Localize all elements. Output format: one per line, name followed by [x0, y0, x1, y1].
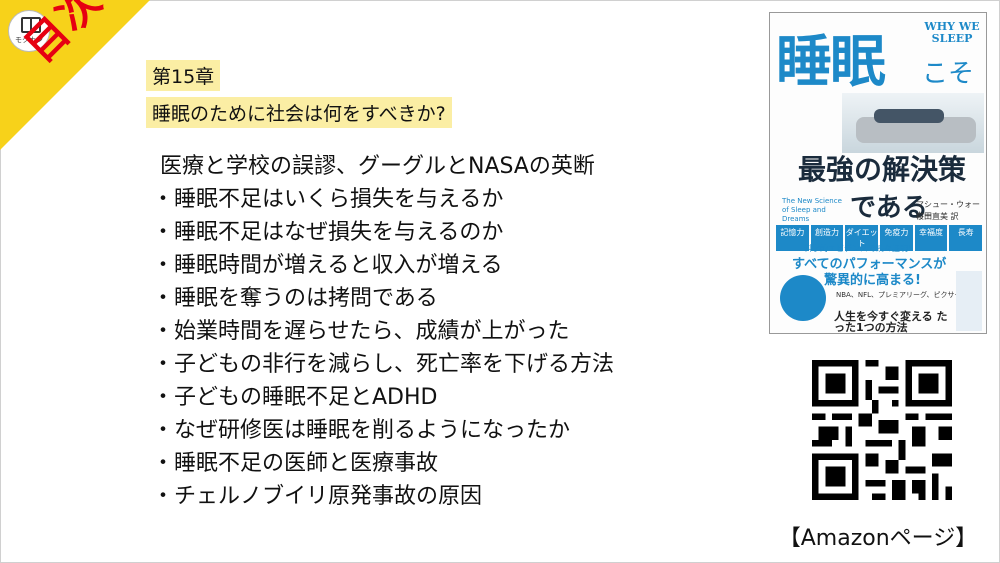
book-icon — [21, 17, 41, 33]
book-subtitle: 最強の解決策 — [797, 153, 966, 186]
book-tags: 記憶力 創造力 ダイエット 免疫力 幸福度 長寿 — [776, 225, 983, 251]
book-tag: 免疫力 — [880, 225, 913, 251]
chapter-title: 睡眠のために社会は何をすべきか? — [146, 97, 452, 128]
book-side-text-block — [956, 271, 982, 331]
book-cover[interactable]: 睡眠 WHY WE SLEEP こそ 最強の解決策 である The New Sc… — [769, 12, 987, 334]
toc-list: 医療と学校の誤謬、グーグルとNASAの英断 ・睡眠不足はいくら損失を与えるか ・… — [152, 150, 614, 513]
book-badge — [780, 275, 826, 321]
toc-item: ・なぜ研修医は睡眠を削るようになったか — [152, 418, 571, 443]
toc-item: ・睡眠時間が増えると収入が増える — [152, 253, 503, 278]
chapter-header: 第15章 睡眠のために社会は何をすべきか? — [146, 60, 452, 134]
toc-item: ・睡眠を奪うのは拷問である — [152, 286, 438, 311]
amazon-link[interactable]: 【Amazonページ】 — [778, 526, 978, 551]
book-tag: 創造力 — [810, 225, 844, 251]
book-tag: 記憶力 — [776, 225, 809, 251]
book-performance-2: 驚異的に高まる! — [824, 273, 921, 288]
sleeping-person-image — [874, 109, 944, 123]
toc-item: ・子どもの非行を減らし、死亡率を下げる方法 — [152, 352, 615, 377]
toc-heading: 医療と学校の誤謬、グーグルとNASAの英断 — [160, 154, 595, 179]
mokuhon-logo[interactable]: モクホン — [8, 10, 50, 52]
logo-text: モクホン — [15, 36, 43, 44]
book-subtitle-2: である — [850, 193, 928, 223]
book-performance: すべてのパフォーマンスが — [792, 257, 947, 272]
toc-item: ・睡眠不足はいくら損失を与えるか — [152, 187, 504, 212]
book-tag: ダイエット — [845, 225, 879, 251]
qr-code[interactable] — [812, 360, 952, 500]
book-english-title: WHY WE SLEEP — [924, 20, 980, 45]
book-nba-text: NBA、NFL、プレミアリーグ、ピクサー…… — [836, 291, 976, 299]
toc-item: ・睡眠不足はなぜ損失を与えるのか — [152, 220, 504, 245]
chapter-number: 第15章 — [146, 60, 221, 91]
book-life-text: 人生を今すぐ変える たった1つの方法 — [834, 310, 948, 334]
toc-item: ・睡眠不足の医師と医療事故 — [152, 451, 439, 476]
book-tag: 幸福度 — [914, 225, 948, 251]
book-translator: 桜田直美 訳 — [916, 212, 959, 221]
book-science: 科学的エビデンスで続々証明! — [804, 244, 912, 253]
toc-item: ・チェルノブイリ原発事故の原因 — [152, 484, 483, 509]
book-english-subtitle: The New Science of Sleep and Dreams — [782, 197, 842, 223]
book-title: 睡眠 — [776, 29, 886, 95]
corner-banner: モクホン 目次 — [0, 0, 150, 150]
book-author: マシュー・ウォーカー — [916, 200, 980, 220]
toc-item: ・始業時間を遅らせたら、成績が上がった — [152, 319, 570, 344]
toc-item: ・子どもの睡眠不足とADHD — [152, 385, 438, 410]
book-tag: 長寿 — [949, 225, 983, 251]
book-title-koso: こそ — [922, 59, 975, 89]
